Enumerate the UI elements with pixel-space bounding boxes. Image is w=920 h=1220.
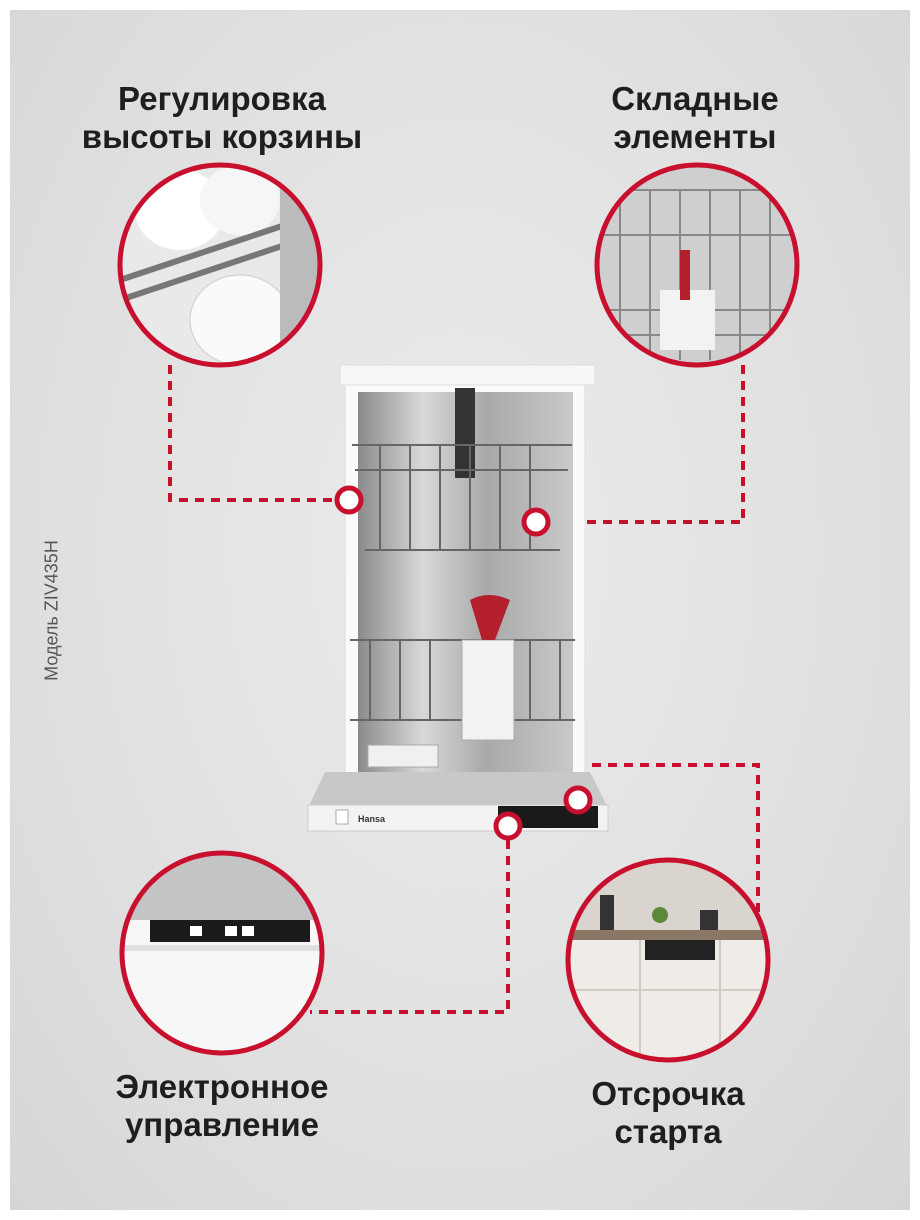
feature-label-basket-height: Регулировка высоты корзины: [42, 80, 402, 156]
brand-logo: Hansa: [358, 814, 386, 824]
illustration: Hansa: [117, 162, 800, 1063]
feature-label-folding-elements: Складные элементы: [515, 80, 875, 156]
label-line: управление: [124, 1106, 320, 1143]
label-line: Отсрочка: [591, 1075, 745, 1112]
markers: [334, 485, 593, 841]
label-line: Складные: [611, 80, 779, 117]
label-line: старта: [614, 1113, 722, 1150]
model-label: Модель ZIV435H: [41, 540, 62, 681]
label-line: элементы: [613, 118, 777, 155]
feature-label-electronic-control: Электронное управление: [42, 1068, 402, 1144]
basket-height-photo: [122, 167, 318, 363]
label-line: Электронное: [115, 1068, 329, 1105]
label-line: Регулировка: [118, 80, 326, 117]
control-panel-photo: [124, 855, 320, 1051]
folding-elements-photo: [599, 167, 795, 363]
infographic-canvas: Hansa: [10, 10, 910, 1210]
connector-lines: [168, 365, 760, 1014]
label-line: высоты корзины: [81, 118, 363, 155]
dishwasher: Hansa: [307, 364, 609, 832]
feature-label-delay-start: Отсрочка старта: [488, 1075, 848, 1151]
kitchen-photo: [570, 862, 766, 1058]
